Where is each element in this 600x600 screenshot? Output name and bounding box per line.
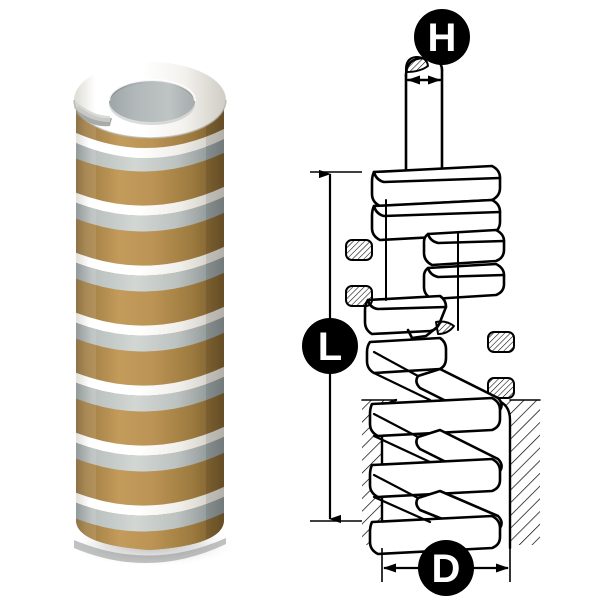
wire-cross-sections bbox=[345, 239, 515, 399]
spring-photo-svg bbox=[66, 62, 238, 567]
spring-barrel bbox=[76, 95, 224, 550]
label-text-d: D bbox=[432, 547, 461, 591]
bore-wall-right bbox=[494, 398, 541, 550]
spring-lower-coils bbox=[365, 336, 503, 556]
dimension-label-h: H bbox=[414, 9, 470, 65]
spring-drawing-svg: H L D bbox=[302, 9, 541, 596]
label-text-l: L bbox=[318, 325, 342, 369]
spring-photo-panel bbox=[66, 62, 238, 567]
coil-turns bbox=[76, 134, 224, 550]
dimension-label-l: L bbox=[302, 318, 358, 374]
label-badge-h bbox=[414, 9, 470, 65]
label-text-h: H bbox=[428, 16, 457, 60]
label-badge-d bbox=[418, 540, 474, 596]
spring-top-ring bbox=[73, 62, 227, 139]
spring-drawing-panel: H L D bbox=[300, 0, 600, 600]
coil-lip-top bbox=[76, 128, 224, 159]
label-badge-l bbox=[302, 318, 358, 374]
spring-upper-coils bbox=[363, 164, 506, 340]
spring-top-leg bbox=[404, 56, 444, 174]
dimension-label-d: D bbox=[418, 540, 474, 596]
spring-bottom-end bbox=[74, 538, 226, 564]
